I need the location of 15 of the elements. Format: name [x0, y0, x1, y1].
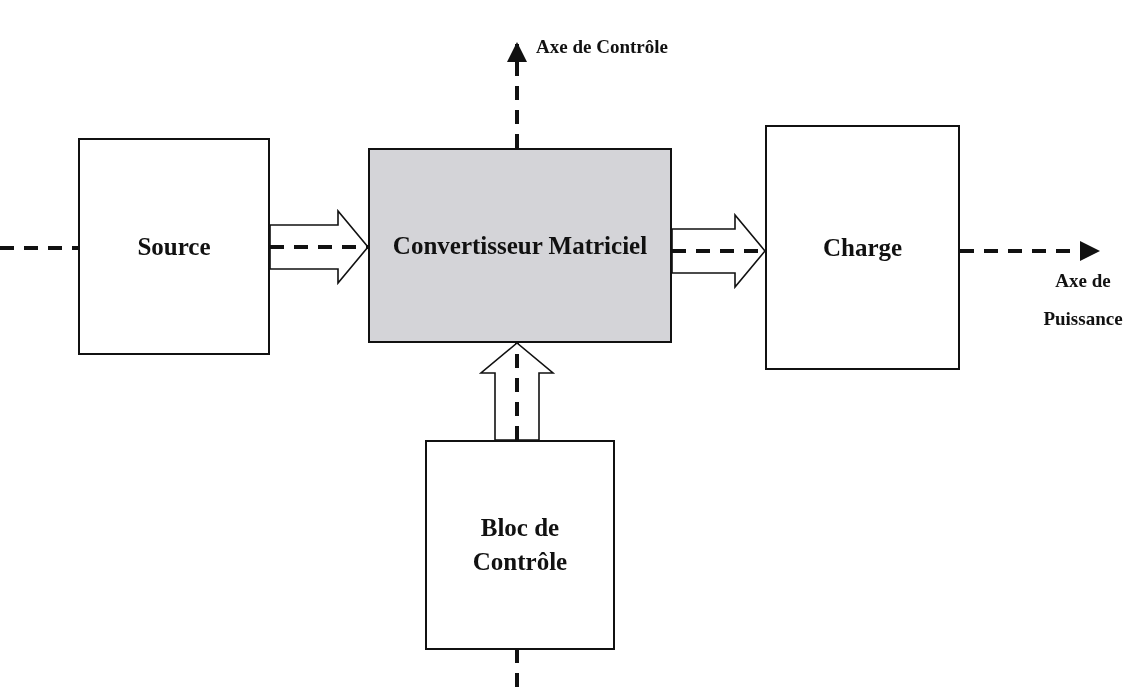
- box-label: Convertisseur Matriciel: [392, 230, 648, 261]
- hollow-arrow: [269, 208, 370, 286]
- process-box: [765, 125, 960, 370]
- process-box: [78, 138, 270, 355]
- box-label: Bloc de Contrôle: [471, 513, 569, 577]
- dashed-line: [0, 246, 78, 250]
- box-label: Charge: [822, 232, 903, 263]
- box-label: Source: [137, 231, 211, 262]
- axis-arrow: [960, 241, 1100, 261]
- axis-arrow: [507, 42, 527, 148]
- hollow-arrow: [671, 212, 767, 290]
- converter-box: [368, 148, 672, 343]
- process-box: [425, 440, 615, 650]
- dashed-line: [515, 650, 519, 687]
- hollow-arrow: [478, 341, 556, 441]
